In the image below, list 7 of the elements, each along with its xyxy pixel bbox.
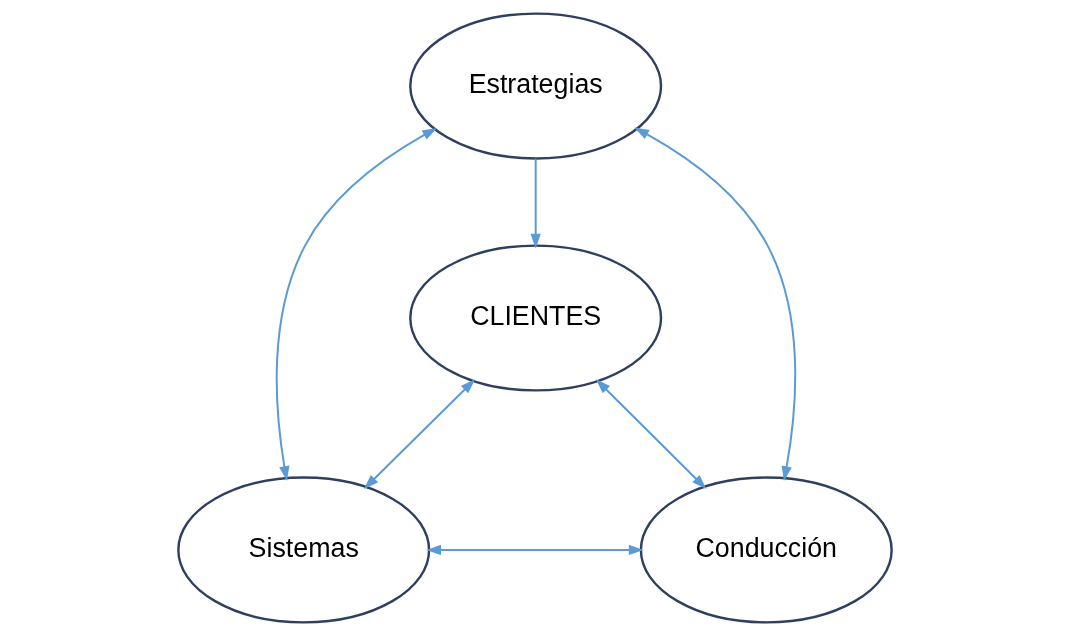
arrow — [275, 127, 438, 481]
arrow — [363, 379, 476, 490]
arrow — [634, 127, 797, 481]
arrow — [595, 379, 707, 490]
node-ellipse: Estrategias — [409, 12, 663, 160]
arrow — [426, 544, 644, 556]
arrow — [530, 158, 541, 249]
